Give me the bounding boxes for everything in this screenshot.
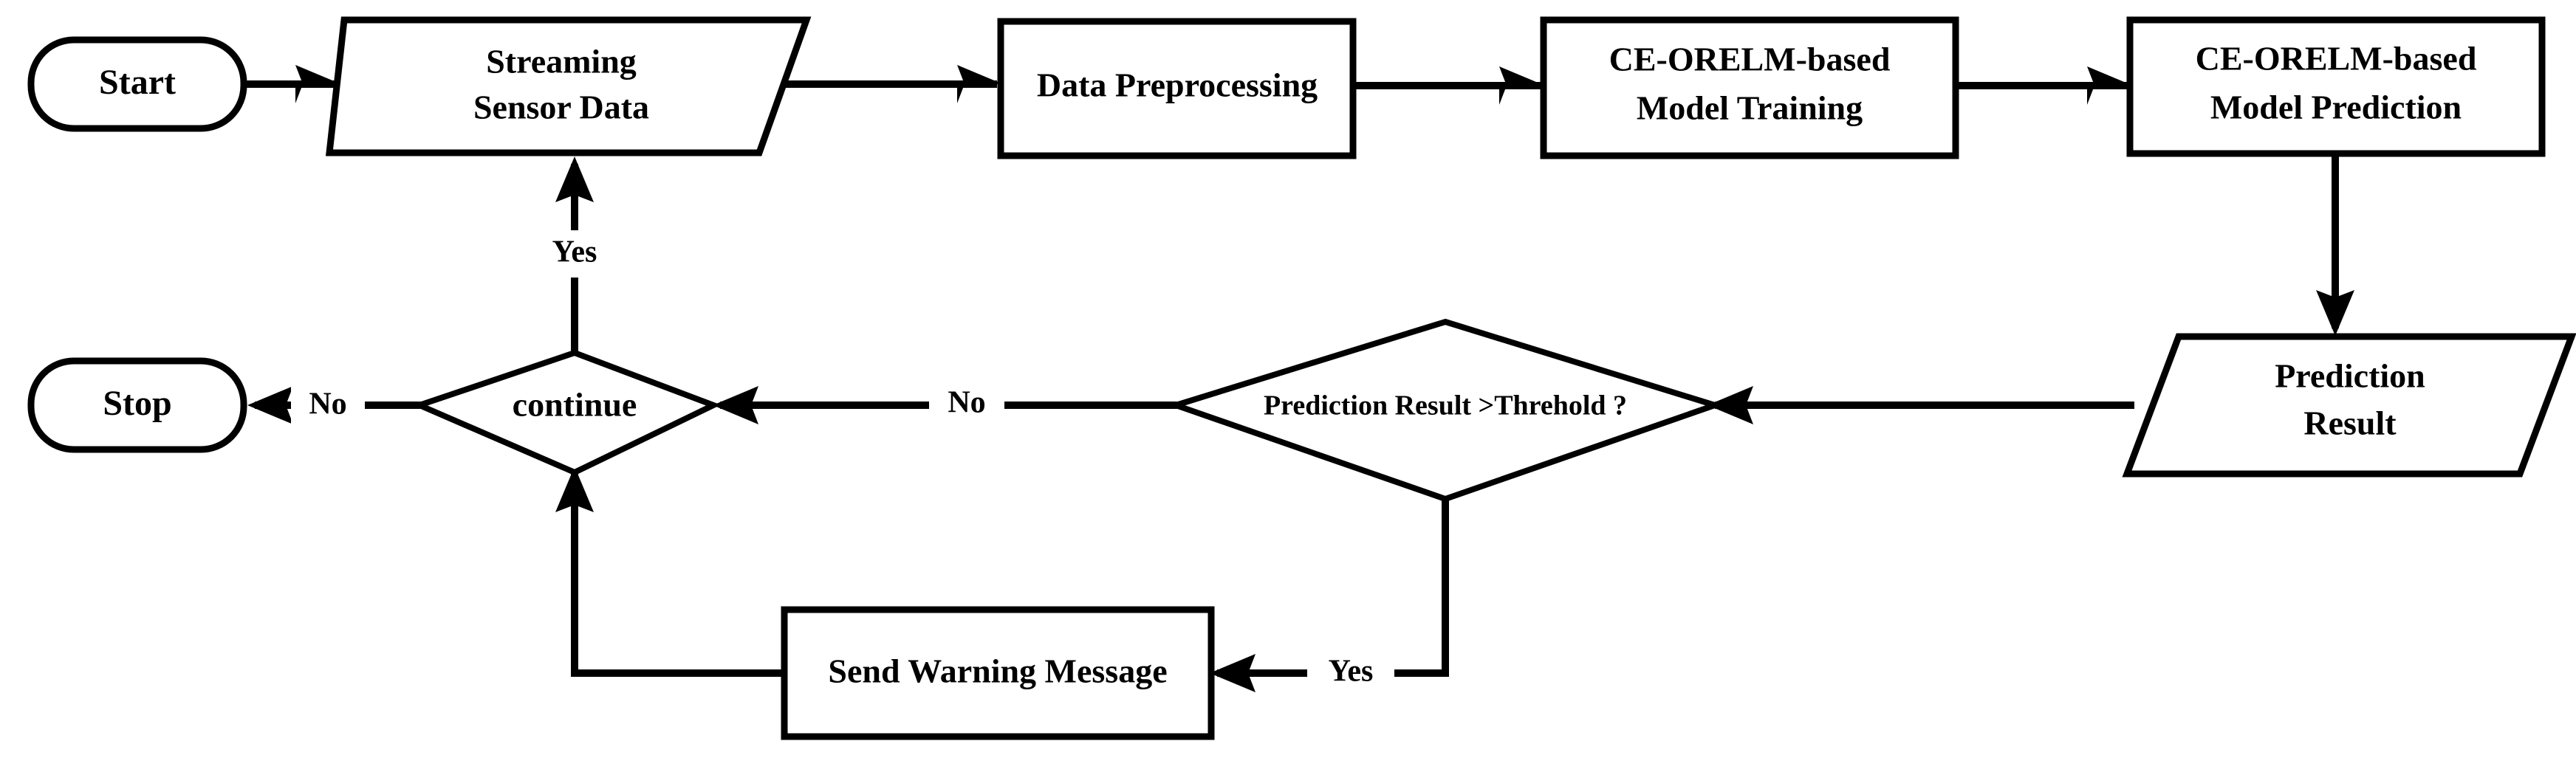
node-prediction-label-line2: Model Prediction: [2210, 89, 2462, 126]
node-start[interactable]: Start: [27, 36, 247, 132]
edge-label-threshold-yes: Yes: [1307, 650, 1394, 697]
node-threshold-decision[interactable]: Prediction Result >Threhold ?: [1166, 318, 1724, 503]
node-threshold-label: Prediction Result >Threhold ?: [1264, 390, 1627, 421]
node-stop[interactable]: Stop: [27, 357, 247, 453]
node-training-label-line1: CE-ORELM-based: [1609, 41, 1891, 78]
node-continue-label: continue: [513, 386, 637, 424]
connector-preprocessing-to-training: [1353, 66, 1545, 105]
node-streaming-label-line2: Sensor Data: [473, 89, 649, 126]
connector-result-to-threshold: [1707, 386, 2134, 424]
edge-label-threshold-yes-text: Yes: [1329, 655, 1374, 689]
node-streaming-label-line1: Streaming: [486, 43, 637, 80]
edge-label-continue-yes-text: Yes: [552, 235, 597, 269]
node-prediction-result[interactable]: Prediction Result: [2122, 333, 2576, 478]
connector-threshold-yes-to-warning: [1210, 499, 1449, 692]
node-training-label-line2: Model Training: [1637, 89, 1863, 127]
node-model-training[interactable]: CE-ORELM-based Model Training: [1540, 16, 1959, 159]
node-prediction-label-line1: CE-ORELM-based: [2196, 40, 2477, 77]
edge-label-continue-no-text: No: [309, 387, 346, 421]
node-continue-decision[interactable]: continue: [411, 349, 722, 476]
connector-prediction-to-result: [2316, 153, 2354, 336]
node-data-preprocessing[interactable]: Data Preprocessing: [997, 18, 1357, 159]
node-result-label-line1: Prediction: [2275, 357, 2425, 395]
connector-training-to-prediction: [1956, 66, 2133, 105]
node-preprocessing-label: Data Preprocessing: [1037, 66, 1318, 104]
node-streaming-sensor-data[interactable]: Streaming Sensor Data: [325, 16, 812, 156]
edge-label-threshold-no: No: [929, 381, 1004, 428]
edge-label-continue-yes: Yes: [533, 230, 616, 278]
node-stop-label: Stop: [103, 384, 171, 423]
connector-warning-to-continue: [555, 466, 784, 677]
connector-start-to-streaming: [245, 65, 341, 103]
node-result-label-line2: Result: [2303, 404, 2397, 442]
node-start-label: Start: [99, 63, 176, 102]
edge-label-threshold-no-text: No: [948, 386, 985, 420]
node-send-warning-label: Send Warning Message: [828, 652, 1167, 690]
edge-label-continue-no: No: [291, 382, 365, 430]
node-model-prediction[interactable]: CE-ORELM-based Model Prediction: [2126, 16, 2546, 157]
node-send-warning[interactable]: Send Warning Message: [781, 606, 1215, 740]
connector-streaming-to-preprocessing: [781, 65, 1003, 103]
